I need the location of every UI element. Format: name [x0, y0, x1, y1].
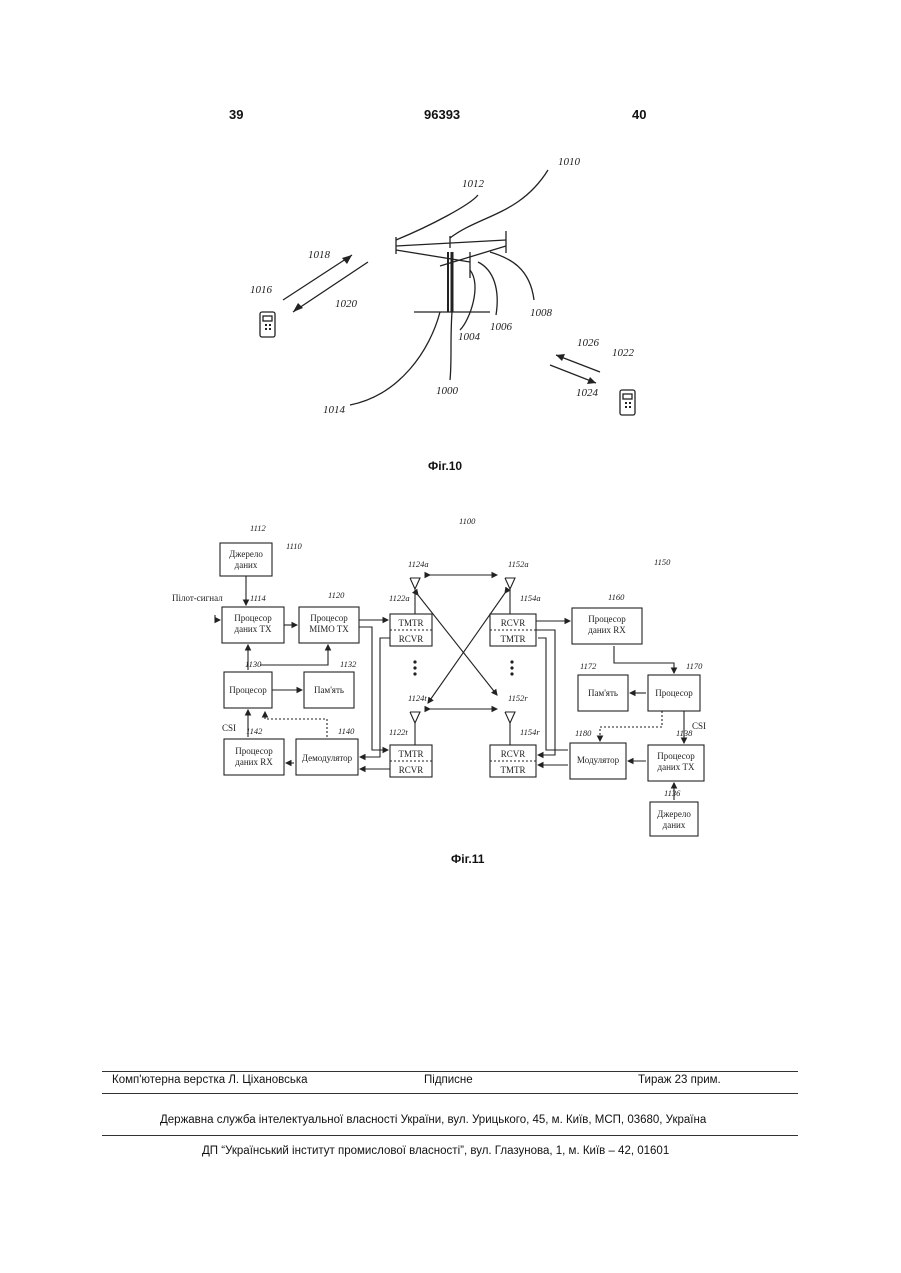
ref-1160: 1160 — [608, 592, 625, 602]
ref-1154a: 1154a — [520, 593, 541, 603]
rx-proc-left-label-2: даних RX — [235, 757, 273, 767]
ref-1112: 1112 — [250, 523, 266, 533]
rx-proc-left-label-1: Процесор — [235, 746, 273, 756]
ref-1122a: 1122a — [389, 593, 410, 603]
data-source-label-2: даних — [235, 560, 258, 570]
tx-proc-right-label-2: даних TX — [658, 762, 695, 772]
ref-1150: 1150 — [654, 557, 671, 567]
rx-proc-right-label-1: Процесор — [588, 614, 626, 624]
figure-11-caption: Фіг.11 — [451, 852, 484, 866]
rcvr-label-t: RCVR — [399, 765, 424, 775]
circulation-label: Тираж 23 прим. — [638, 1074, 721, 1086]
ref-1006: 1006 — [490, 321, 513, 333]
ref-1100: 1100 — [459, 516, 476, 526]
tx-proc-label-2: даних TX — [235, 624, 272, 634]
ref-1024: 1024 — [576, 387, 599, 399]
memory-label-right: Пам'ять — [588, 688, 618, 698]
ref-1154r: 1154r — [520, 727, 540, 737]
figure-10-caption: Фіг.10 — [428, 459, 462, 473]
ref-1136: 1136 — [664, 788, 681, 798]
ref-1010: 1010 — [558, 156, 581, 168]
footer-rule-bottom — [102, 1135, 798, 1136]
rcvr-label-right-a: RCVR — [501, 618, 526, 628]
processor-label-left: Процесор — [229, 685, 267, 695]
memory-label-left: Пам'ять — [314, 685, 344, 695]
data-source-label-1: Джерело — [229, 549, 263, 559]
ref-1138: 1138 — [676, 728, 693, 738]
tx-proc-right-label-1: Процесор — [657, 751, 695, 761]
tmtr-label-a: TMTR — [398, 618, 423, 628]
mimo-label-2: MIMO TX — [309, 624, 349, 634]
rx-proc-right-label-2: даних RX — [588, 625, 626, 635]
ref-1022: 1022 — [612, 347, 635, 359]
tmtr-label-right-a: TMTR — [500, 634, 525, 644]
ref-1026: 1026 — [577, 337, 600, 349]
ref-1172: 1172 — [580, 661, 597, 671]
ref-1020: 1020 — [335, 298, 358, 310]
footer-rule-middle — [102, 1093, 798, 1094]
csi-label-right: CSI — [692, 721, 706, 731]
csi-label-left: CSI — [222, 723, 236, 733]
tx-proc-label-1: Процесор — [234, 613, 272, 623]
signed-label: Підписне — [424, 1074, 473, 1086]
institute-address: ДП “Український інститут промислової вла… — [202, 1145, 669, 1157]
ref-1000: 1000 — [436, 385, 459, 397]
ref-1152a: 1152a — [508, 559, 529, 569]
rcvr-label-right-r: RCVR — [501, 749, 526, 759]
figure-11-diagram: Джерело даних Процесор даних TX Процесор… — [0, 505, 901, 845]
pilot-signal-label: Пілот-сигнал — [172, 593, 223, 603]
ref-1142: 1142 — [246, 726, 263, 736]
ref-1018: 1018 — [308, 249, 331, 261]
ref-1008: 1008 — [530, 307, 553, 319]
ref-1180: 1180 — [575, 728, 592, 738]
ref-1120: 1120 — [328, 590, 345, 600]
ref-1004: 1004 — [458, 331, 481, 343]
ref-1110: 1110 — [286, 541, 302, 551]
ref-1124t: 1124t — [408, 693, 427, 703]
ref-1016: 1016 — [250, 284, 273, 296]
footer-rule-top — [102, 1071, 798, 1072]
ref-1170: 1170 — [686, 661, 703, 671]
processor-label-right: Процесор — [655, 688, 693, 698]
ref-1114: 1114 — [250, 593, 266, 603]
ref-1012: 1012 — [462, 178, 485, 190]
figure-10-diagram: 1010 1012 1018 1020 1016 1006 1008 1004 … — [0, 0, 901, 460]
ref-1130: 1130 — [245, 659, 262, 669]
modulator-label: Модулятор — [577, 755, 620, 765]
ref-1122t: 1122t — [389, 727, 408, 737]
mimo-label-1: Процесор — [310, 613, 348, 623]
tmtr-label-right-r: TMTR — [500, 765, 525, 775]
ref-1124a: 1124a — [408, 559, 429, 569]
rcvr-label-a: RCVR — [399, 634, 424, 644]
ref-1014: 1014 — [323, 404, 346, 416]
layout-credit: Комп'ютерна верстка Л. Ціхановська — [112, 1074, 308, 1086]
ref-1140: 1140 — [338, 726, 355, 736]
data-source-box-right — [650, 802, 698, 836]
ref-1152r: 1152r — [508, 693, 528, 703]
ref-1132: 1132 — [340, 659, 357, 669]
data-source-right-label-2: даних — [663, 820, 686, 830]
data-source-right-label-1: Джерело — [657, 809, 691, 819]
demodulator-label: Демодулятор — [302, 753, 353, 763]
tmtr-label-t: TMTR — [398, 749, 423, 759]
agency-address: Державна служба інтелектуальної власност… — [160, 1114, 706, 1126]
